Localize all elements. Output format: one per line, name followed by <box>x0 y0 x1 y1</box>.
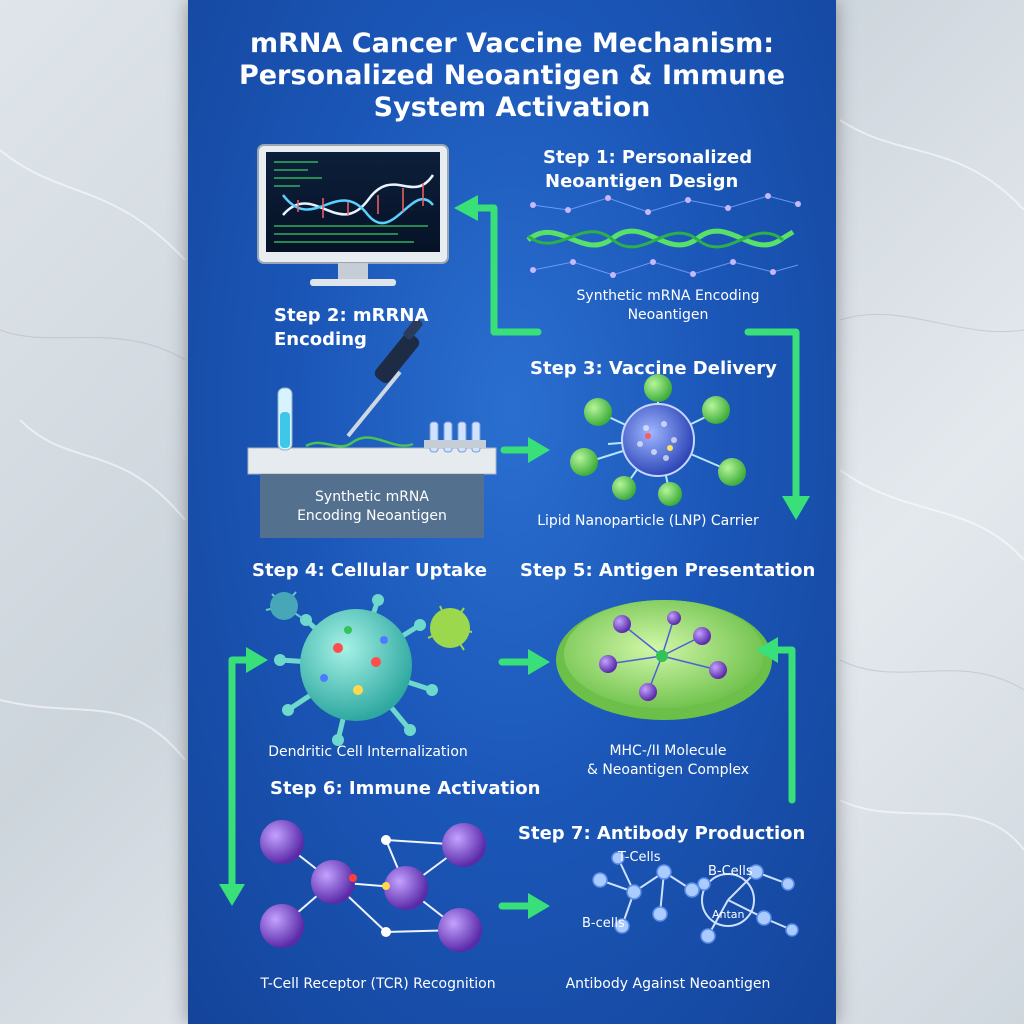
step6-title: Step 6: Immune Activation <box>270 778 541 799</box>
step3-title: Step 3: Vaccine Delivery <box>530 358 777 379</box>
title-line-3: System Activation <box>373 92 651 123</box>
step1-title-line-2: Neoantigen Design <box>545 171 739 192</box>
lab-bench-icon <box>247 318 497 538</box>
computer-monitor-icon <box>257 144 449 286</box>
step7-caption: Antibody Against Neoantigen <box>565 976 771 992</box>
t-cell-icon <box>260 820 486 952</box>
arrow-icon <box>469 204 542 336</box>
step1-caption-line-1: Synthetic mRNA Encoding <box>576 288 760 304</box>
step5-caption: MHC-/II Molecule & Neoantigen Complex <box>568 742 768 780</box>
title-line-1: mRNA Cancer Vaccine Mechanism: <box>249 28 775 59</box>
step2-title-line-1: Step 2: mRRNA <box>274 305 429 326</box>
test-tube-rack-icon <box>424 421 486 453</box>
dendritic-cell-icon <box>274 594 438 746</box>
virus-icon <box>265 591 473 651</box>
step3-caption: Lipid Nanoparticle (LNP) Carrier <box>537 513 759 529</box>
step2-title: Step 2: mRRNA Encoding <box>274 304 428 352</box>
pipette-icon <box>346 318 423 438</box>
step1-caption: Synthetic mRNA Encoding Neoantigen <box>538 287 798 325</box>
step1-title-line-1: Step 1: Personalized <box>543 147 753 168</box>
step7-label-bcells-left: B-cells <box>582 916 625 931</box>
mrna-strand-icon <box>526 193 801 278</box>
b-cell-network-icon <box>592 851 799 944</box>
step4-title: Step 4: Cellular Uptake <box>252 560 487 581</box>
step6-caption: T-Cell Receptor (TCR) Recognition <box>260 976 496 992</box>
step1-title: Step 1: Personalized Neoantigen Design <box>543 146 752 194</box>
step1-caption-line-2: Neoantigen <box>627 307 709 323</box>
step2-caption: Synthetic mRNA Encoding Neoantigen <box>260 488 484 526</box>
lipid-nanoparticle-icon <box>570 374 746 506</box>
test-tube-icon <box>277 387 293 451</box>
step2-title-line-2: Encoding <box>274 329 367 350</box>
arrow-icon <box>228 656 256 894</box>
step7-label-antigen: Antan <box>712 908 745 921</box>
infographic-artwork <box>219 144 810 952</box>
step5-title: Step 5: Antigen Presentation <box>520 560 816 581</box>
antigen-presenting-cell-icon <box>556 600 772 720</box>
step7-title: Step 7: Antibody Production <box>518 823 806 844</box>
infographic-poster: mRNA Cancer Vaccine Mechanism: Personali… <box>188 0 836 1024</box>
step2-caption-line-2: Encoding Neoantigen <box>297 508 447 524</box>
arrow-icon <box>744 328 800 504</box>
arrow-heads <box>219 195 810 919</box>
step7-label-tcells: T-Cells <box>618 850 661 865</box>
step5-caption-line-1: MHC-/II Molecule <box>609 743 727 759</box>
step4-caption: Dendritic Cell Internalization <box>268 744 468 760</box>
arrow-icon <box>769 646 796 804</box>
step5-caption-line-2: & Neoantigen Complex <box>586 762 750 778</box>
dna-helix-icon <box>282 174 435 225</box>
flow-arrows <box>228 204 800 910</box>
title-line-2: Personalized Neoantigen & Immune <box>238 60 786 91</box>
step7-label-bcells-right: B-Cells <box>708 864 753 879</box>
step2-caption-line-1: Synthetic mRNA <box>315 489 429 505</box>
page-title: mRNA Cancer Vaccine Mechanism: Personali… <box>188 28 836 124</box>
